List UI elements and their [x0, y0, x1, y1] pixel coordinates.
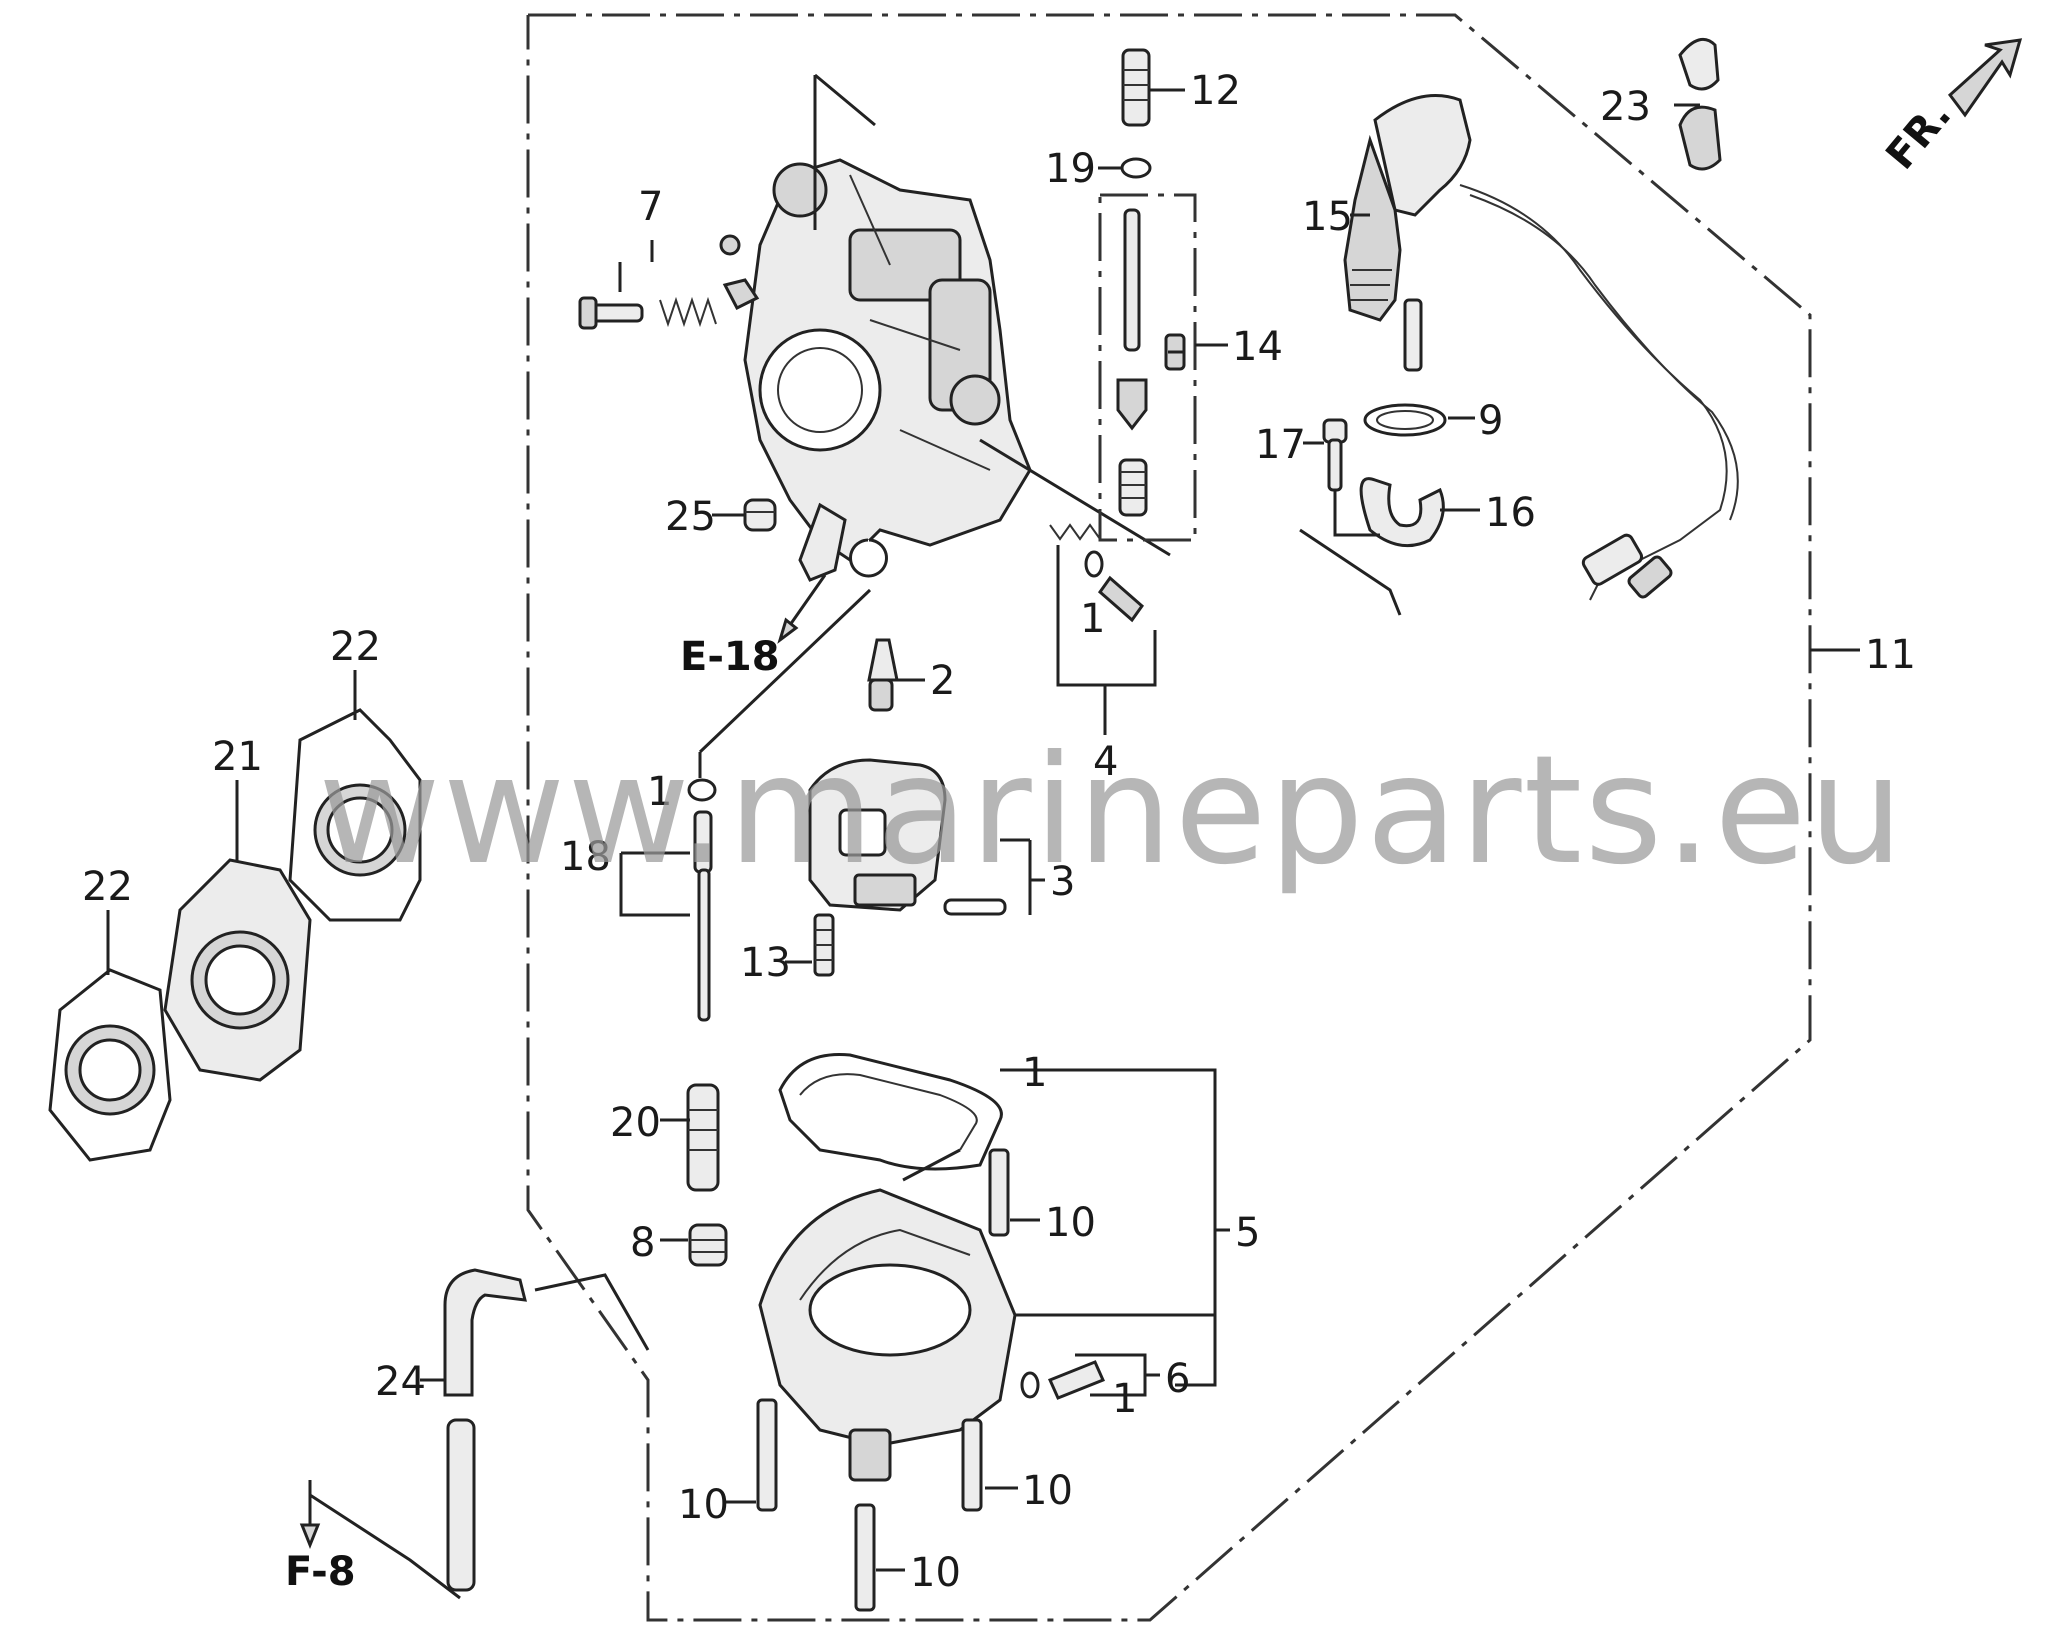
screw-13 — [813, 913, 835, 977]
callout-18: 18 — [560, 834, 611, 880]
front-label: FR. — [1877, 92, 1960, 178]
pilot-screw-set — [578, 234, 760, 330]
float-3 — [808, 758, 1007, 916]
gasket-22-upper — [288, 708, 422, 922]
callout-14: 14 — [1232, 324, 1283, 370]
main-nozzle-18 — [687, 778, 717, 1022]
jet-8 — [688, 1223, 728, 1267]
callout-1-drain: 1 — [1112, 1376, 1137, 1422]
callout-19: 19 — [1045, 146, 1096, 192]
screw-25 — [743, 498, 777, 532]
front-direction-arrow-icon — [1947, 38, 2023, 118]
callout-10-a: 10 — [1045, 1200, 1096, 1246]
o-ring-19 — [1120, 157, 1152, 179]
callout-10-b: 10 — [678, 1482, 729, 1528]
callout-6: 6 — [1165, 1356, 1190, 1402]
screw-10-b — [756, 1398, 778, 1512]
jet-2 — [867, 638, 899, 712]
drain-screw-6 — [1020, 1360, 1106, 1400]
callout-1-gasket: 1 — [1022, 1050, 1047, 1096]
callout-1-upper: 1 — [1080, 596, 1105, 642]
callout-24: 24 — [375, 1359, 426, 1405]
callout-11: 11 — [1865, 632, 1916, 678]
jet-12 — [1121, 48, 1151, 127]
emulsion-tube-20 — [686, 1083, 720, 1192]
callout-2: 2 — [930, 658, 955, 704]
gasket-1 — [778, 1052, 1003, 1171]
o-ring-9 — [1363, 403, 1447, 437]
callout-3: 3 — [1050, 859, 1075, 905]
hose-24 — [443, 1268, 527, 1592]
watermark: www.marineparts.eu — [318, 724, 1906, 898]
callout-8: 8 — [630, 1220, 655, 1266]
throttle-stop-screw — [1049, 523, 1145, 623]
reference-e18: E-18 — [680, 634, 780, 680]
needle-valve-set — [1116, 208, 1186, 517]
screw-17 — [1322, 418, 1348, 492]
float-chamber-5 — [758, 1188, 1017, 1482]
gasket-22-lower — [48, 968, 172, 1162]
insulator-21 — [163, 858, 312, 1082]
callout-12: 12 — [1190, 68, 1241, 114]
callout-23: 23 — [1600, 84, 1651, 130]
screw-10-c — [961, 1418, 983, 1512]
clamp-16 — [1359, 477, 1445, 548]
connector-plugs — [1581, 533, 1673, 599]
callout-25: 25 — [665, 494, 716, 540]
callout-22-upper: 22 — [330, 624, 381, 670]
reference-f8: F-8 — [285, 1549, 356, 1595]
callout-21: 21 — [212, 734, 263, 780]
assembly-outline — [526, 13, 1812, 1622]
callout-10-d: 10 — [910, 1550, 961, 1596]
callout-13: 13 — [740, 940, 791, 986]
callout-7: 7 — [638, 184, 663, 230]
callout-1-nozzle: 1 — [647, 769, 672, 815]
callout-10-c: 10 — [1022, 1468, 1073, 1514]
callout-15: 15 — [1302, 194, 1353, 240]
callout-20: 20 — [610, 1100, 661, 1146]
callout-17: 17 — [1255, 422, 1306, 468]
callout-16: 16 — [1485, 490, 1536, 536]
screw-10-a — [988, 1148, 1010, 1237]
callout-5: 5 — [1235, 1210, 1260, 1256]
callout-4: 4 — [1093, 739, 1118, 785]
screw-10-d — [854, 1503, 876, 1612]
callout-22-lower: 22 — [82, 864, 133, 910]
group-14-outline — [1098, 193, 1197, 542]
clip-23 — [1678, 37, 1722, 171]
callout-9: 9 — [1478, 398, 1503, 444]
harness-wire — [1459, 184, 1728, 601]
carburetor-body — [743, 158, 1032, 582]
choke-solenoid-15 — [1343, 94, 1472, 372]
